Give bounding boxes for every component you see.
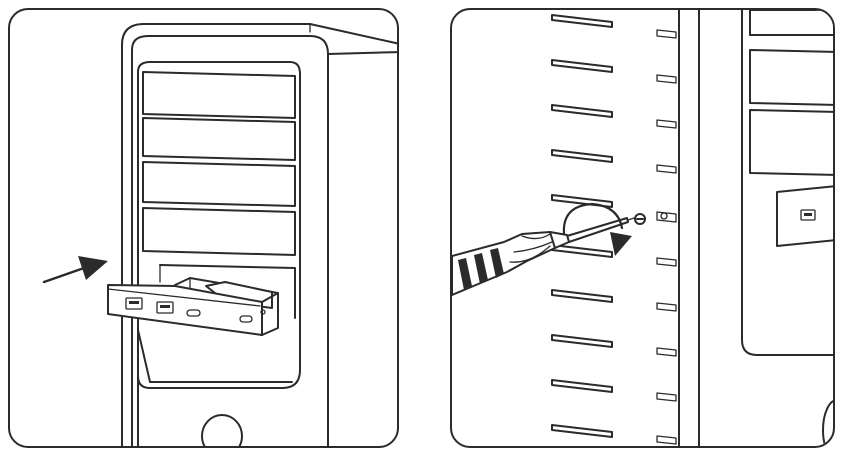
case-frame bbox=[656, 10, 700, 446]
case-vent-slots bbox=[551, 14, 613, 438]
screwdriver-icon bbox=[452, 217, 629, 296]
pc-tower-side-icon bbox=[741, 10, 833, 446]
install-illustration bbox=[42, 23, 397, 446]
usb-c-port-icon bbox=[186, 309, 201, 317]
insert-arrow-icon bbox=[42, 256, 108, 284]
panel-fasten-screw bbox=[450, 8, 835, 448]
drive-bay-covers bbox=[142, 71, 296, 256]
screw-illustration bbox=[452, 10, 833, 446]
front-usb-bracket-icon bbox=[107, 277, 279, 336]
pc-tower-icon bbox=[121, 23, 397, 446]
screw-icon bbox=[627, 213, 646, 225]
panel-install-bracket bbox=[8, 8, 399, 448]
rotate-clockwise-arrow-icon bbox=[562, 202, 632, 256]
power-button-icon bbox=[201, 414, 243, 446]
